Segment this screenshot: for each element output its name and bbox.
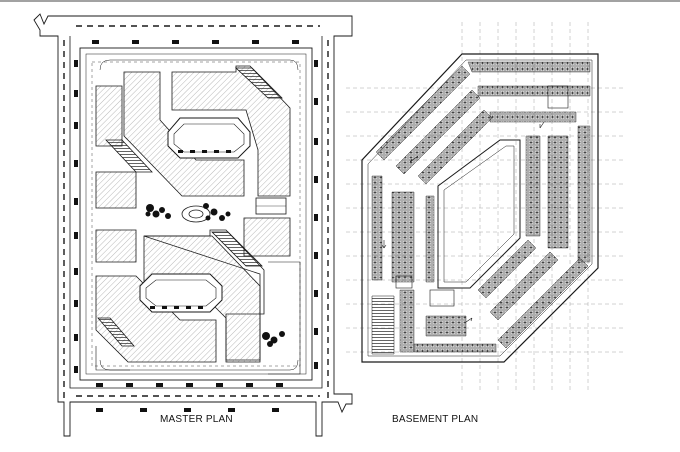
- master-plan-caption: MASTER PLAN: [160, 414, 233, 425]
- basement-plan-drawing: [361, 53, 599, 363]
- master-plan-parking-marks: [74, 40, 318, 412]
- basement-direction-arrows: [381, 121, 545, 323]
- master-plan-drawing: [33, 13, 353, 437]
- basement-plan-caption: BASEMENT PLAN: [392, 414, 479, 425]
